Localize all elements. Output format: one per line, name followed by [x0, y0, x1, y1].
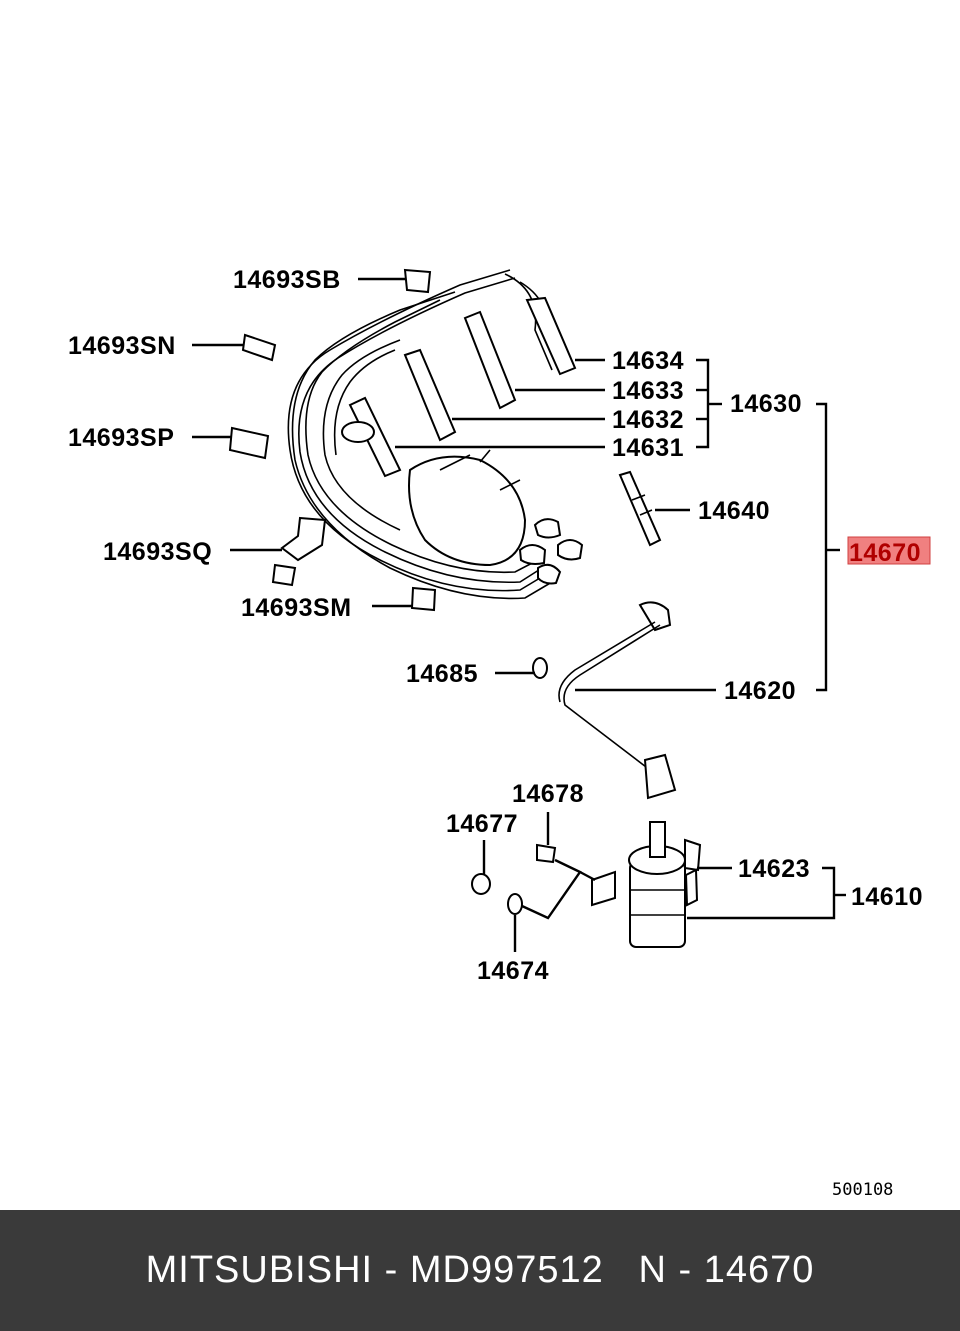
label-14685: 14685 — [406, 660, 478, 688]
footer-part-number: MD997512 — [409, 1249, 604, 1291]
label-14693SN: 14693SN — [68, 332, 176, 360]
label-14632: 14632 — [612, 406, 684, 434]
footer-bar: MITSUBISHI - MD997512 N - 14670 — [0, 1210, 960, 1331]
diagram-code: 500108 — [832, 1180, 893, 1200]
spark-plug-drawing — [618, 470, 662, 547]
label-14674: 14674 — [477, 957, 549, 985]
label-14633: 14633 — [612, 377, 684, 405]
label-14610: 14610 — [851, 883, 923, 911]
label-14631: 14631 — [612, 434, 684, 462]
ignition-coil-drawing — [471, 821, 702, 948]
label-14693SB: 14693SB — [233, 266, 341, 294]
label-14670-highlighted[interactable]: 14670 — [849, 539, 921, 567]
footer-n-label: N — [638, 1249, 667, 1291]
label-14693SM: 14693SM — [241, 594, 352, 622]
footer-brand: MITSUBISHI — [145, 1249, 374, 1291]
label-14630: 14630 — [730, 390, 802, 418]
label-14693SQ: 14693SQ — [103, 538, 212, 566]
footer-gap — [604, 1249, 639, 1292]
ignition-cable-set-drawing — [287, 269, 584, 600]
footer-sep: - — [373, 1249, 410, 1291]
label-14677: 14677 — [446, 810, 518, 838]
coil-cable-drawing — [532, 601, 677, 800]
label-14693SP: 14693SP — [68, 424, 174, 452]
clamp-parts — [228, 268, 437, 612]
parts-diagram: 14693SB 14693SN 14693SP 14693SQ 14693SM … — [68, 266, 931, 1200]
leader-lines — [192, 277, 846, 952]
footer-ref: 14670 — [703, 1249, 815, 1291]
footer-sep2: - — [666, 1249, 704, 1291]
label-14640: 14640 — [698, 497, 770, 525]
label-14678: 14678 — [512, 780, 584, 808]
highlight-box — [847, 536, 931, 565]
label-14620: 14620 — [724, 677, 796, 705]
label-14634: 14634 — [612, 347, 684, 375]
label-14623: 14623 — [738, 855, 810, 883]
